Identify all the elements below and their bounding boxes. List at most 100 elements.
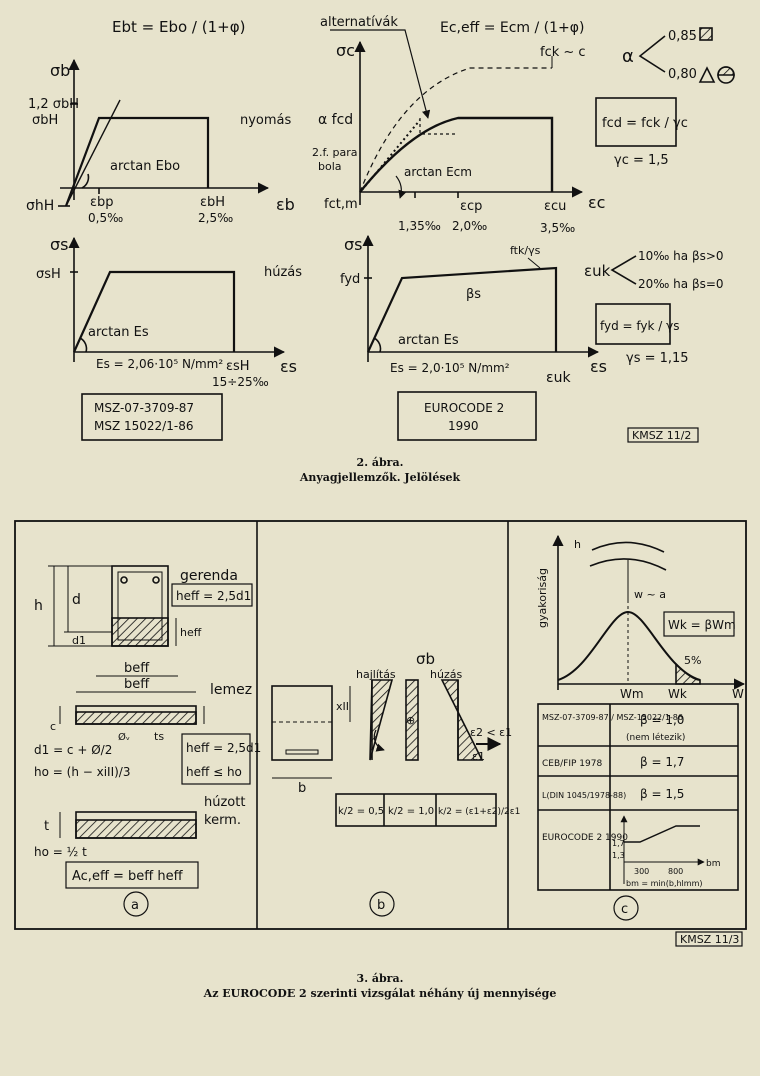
b-hajlitas-label: hajlítás bbox=[356, 668, 396, 681]
tr-x-tick-3-name: εcu bbox=[544, 199, 566, 214]
bl-slope-label: arctan Es bbox=[88, 325, 149, 340]
tension-effective-zone bbox=[75, 819, 197, 839]
mini-curve bbox=[624, 825, 700, 843]
c-circle-label: c bbox=[621, 902, 628, 917]
alpha-value-1: 0,85 bbox=[668, 29, 697, 44]
triangle-section-icon bbox=[698, 66, 716, 83]
tr-angle-arrow bbox=[395, 175, 407, 199]
c-row4-standard: EUROCODE 2 1990 bbox=[542, 833, 628, 843]
a-d1-label: d1 bbox=[72, 634, 86, 647]
a-huzott-1: húzott bbox=[204, 795, 245, 810]
br-diagram bbox=[362, 234, 600, 441]
tr-dotted-curve bbox=[361, 119, 421, 191]
a-gerenda-label: gerenda bbox=[180, 568, 238, 584]
br-x-tick-name: εuk bbox=[546, 370, 571, 386]
bl-x-tick-value: 15÷25‰ bbox=[212, 375, 269, 389]
a-beff-outer-label: beff bbox=[124, 677, 150, 692]
crack-surface-bottom bbox=[589, 558, 667, 571]
c-row2-standard: CEB/FIP 1978 bbox=[542, 759, 602, 769]
br-x-axis-label: εs bbox=[590, 357, 607, 376]
bl-curve bbox=[72, 270, 236, 353]
panel-a-shapes bbox=[48, 565, 253, 917]
c-wk-label: Wk bbox=[668, 687, 687, 701]
a-area-formula: Ac,eff = beff heff bbox=[72, 869, 184, 884]
br-angle-arc bbox=[373, 337, 382, 353]
mini-tick-17: 1,7 bbox=[612, 839, 625, 848]
b-circle-label: b bbox=[377, 898, 385, 913]
fig2-caption-number: 2. ábra. bbox=[357, 456, 404, 469]
euk-symbol: εuk bbox=[584, 262, 611, 280]
dist-tail bbox=[675, 662, 701, 685]
tl-formula: Ebt = Ebo / (1+φ) bbox=[112, 18, 245, 36]
fyd-formula: fyd = fyk / γs bbox=[600, 319, 680, 333]
b-eps-relation: ε2 < ε1 bbox=[470, 726, 512, 739]
mini-axis-label: bm bbox=[706, 859, 720, 869]
tl-mode-label: nyomás bbox=[240, 113, 292, 128]
a-heff-formula-3: heff ≤ ho bbox=[186, 765, 242, 779]
c-row1-standard: MSZ-07-3709-87 / MSZ-15022/1-86 bbox=[542, 713, 683, 722]
bl-mode-label: húzás bbox=[264, 265, 302, 280]
fig3-caption-title: Az EUROCODE 2 szerinti vizsgálat néhány … bbox=[203, 987, 557, 1000]
panel-b-shapes bbox=[271, 679, 502, 917]
tl-y-axis-label: σb bbox=[50, 61, 70, 80]
tr-y-axis-label: σc bbox=[336, 41, 355, 60]
area-formula-frame bbox=[65, 861, 199, 889]
tl-x-tick-2-name: εbH bbox=[200, 195, 225, 210]
bl-y-axis-label: σs bbox=[50, 235, 68, 254]
fcd-formula: fcd = fck / γc bbox=[602, 116, 688, 131]
alpha-value-2: 0,80 bbox=[668, 67, 697, 82]
mini-tick-13: 1,3 bbox=[612, 851, 625, 860]
eccentric-diagram bbox=[440, 679, 484, 761]
rect-section-icon bbox=[699, 27, 713, 41]
tl-neg-tick: σhH bbox=[26, 198, 54, 214]
gamma-c-label: γc = 1,5 bbox=[614, 153, 669, 168]
beam-bar-top-right bbox=[152, 576, 160, 584]
beam-effective-zone bbox=[111, 617, 169, 647]
beta-table bbox=[537, 703, 739, 891]
bl-diagram bbox=[68, 236, 286, 441]
tr-x-tick-3-value: 3,5‰ bbox=[540, 221, 575, 235]
br-y-tick-fyd: fyd bbox=[340, 272, 360, 287]
wk-formula-frame bbox=[663, 611, 735, 637]
br-slope-label: arctan Es bbox=[398, 333, 459, 348]
c-wm-label: Wm bbox=[620, 687, 644, 701]
a-ts-label: ts bbox=[154, 730, 164, 743]
br-standard-2: 1990 bbox=[448, 419, 479, 433]
tl-x-axis-label: εb bbox=[276, 195, 295, 214]
fcd-formula-frame bbox=[595, 97, 677, 147]
bl-standard-frame bbox=[81, 393, 223, 441]
b-xi-label: xII bbox=[336, 700, 349, 713]
br-ftk-pointer bbox=[527, 257, 541, 269]
bl-standard-1: MSZ-07-3709-87 bbox=[94, 401, 194, 415]
tr-alpha-fcd: α fcd bbox=[318, 112, 353, 128]
a-beff-inner-label: beff bbox=[124, 661, 150, 676]
c-row1-beta: β = 1,0 bbox=[640, 713, 684, 727]
panel-b-circle bbox=[369, 891, 395, 917]
tr-parabola-2: bola bbox=[318, 160, 342, 173]
kmsz-113-label: KMSZ 11/3 bbox=[680, 933, 739, 946]
c-wk-formula: Wk = βWm bbox=[668, 618, 736, 632]
bl-x-axis-label: εs bbox=[280, 357, 297, 376]
c-row3-beta: β = 1,5 bbox=[640, 787, 684, 801]
b-k1-label: k/2 = 0,5 bbox=[338, 806, 384, 817]
a-d-label: d bbox=[72, 592, 81, 608]
br-standard-frame bbox=[397, 391, 537, 441]
c-row1-note: (nem létezik) bbox=[626, 732, 685, 743]
bl-x-tick-name: εsH bbox=[226, 359, 250, 374]
tr-formula: Ec,eff = Ecm / (1+φ) bbox=[440, 20, 584, 36]
br-y-axis-label: σs bbox=[344, 235, 362, 254]
k-factor-table bbox=[335, 793, 497, 827]
mini-tick-300: 300 bbox=[634, 867, 649, 876]
tr-alternatives-pointer bbox=[330, 29, 431, 119]
tl-curve bbox=[64, 116, 210, 207]
tr-alternatives-label: alternatívák bbox=[320, 15, 398, 30]
slab-effective-zone bbox=[75, 711, 197, 725]
a-huzott-2: kerm. bbox=[204, 813, 241, 828]
c-percent-label: 5% bbox=[684, 654, 701, 667]
figure3-frame bbox=[14, 520, 747, 930]
fig2-caption-title: Anyagjellemzők. Jelölések bbox=[299, 471, 461, 484]
tr-main-curve bbox=[359, 116, 554, 193]
bending-arrow bbox=[373, 729, 385, 752]
a-circle-label: a bbox=[131, 898, 139, 913]
